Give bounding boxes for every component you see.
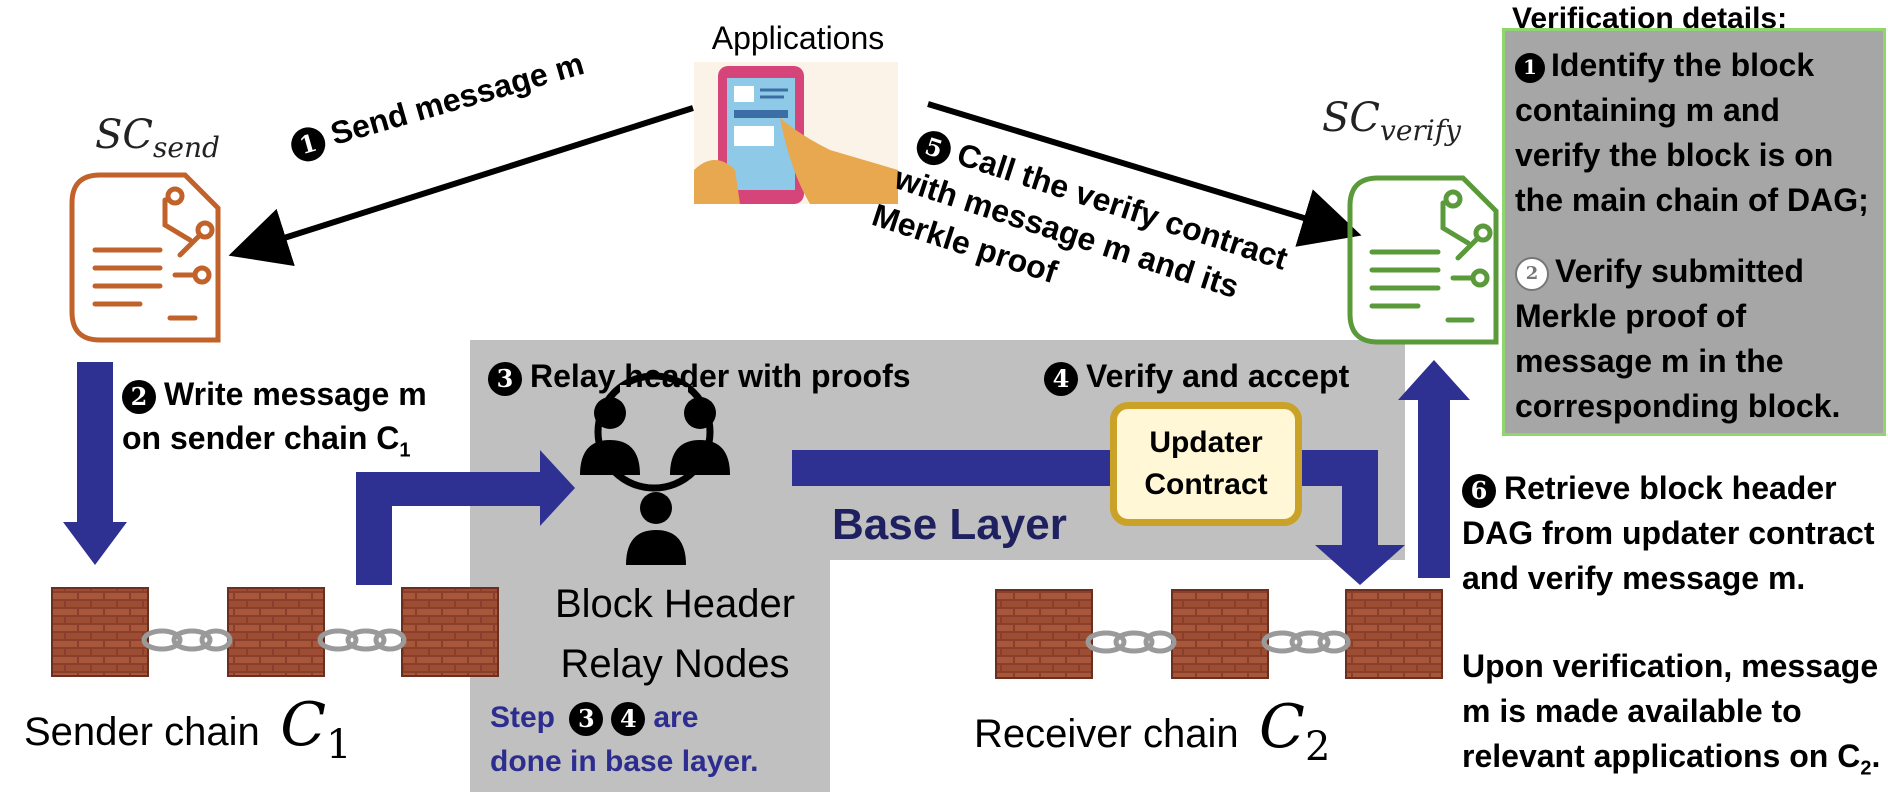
detail-1-line4: the main chain of DAG; — [1515, 182, 1869, 218]
retrieve-header-arrow — [1398, 360, 1470, 578]
sc-send-symbol: SC — [95, 112, 154, 158]
detail-2-badge: 2 — [1515, 256, 1549, 291]
note-step-3-badge: 3 — [569, 702, 604, 737]
applications-label: Applications — [711, 20, 885, 56]
receiver-chain-symbol: C — [1259, 692, 1305, 762]
sc-verify-sub: verify — [1380, 114, 1461, 147]
note-are: are — [653, 701, 699, 734]
receiver-chain-sub: 2 — [1304, 724, 1331, 770]
sc-verify-symbol: SC — [1322, 95, 1381, 141]
sc-send-label: SCsend — [95, 112, 220, 164]
sc-verify-label: SCverify — [1322, 95, 1461, 147]
detail-1-line3: verify the block is on — [1515, 137, 1834, 173]
upon-line1: Upon verification, message — [1462, 648, 1879, 684]
detail-2-line3: message m in the — [1515, 343, 1784, 379]
step-3-badge: 3 — [488, 361, 522, 396]
detail-1-badge: 1 — [1515, 52, 1545, 83]
receiver-chain-text: Receiver chain — [974, 712, 1239, 756]
sender-chain-blocks — [51, 587, 499, 677]
detail-1-line1: Identify the block — [1551, 47, 1815, 83]
sc-send-document-icon — [69, 172, 221, 343]
note-line2: done in base layer. — [490, 745, 759, 778]
upon-verification-text: Upon verification, message m is made ava… — [1462, 644, 1880, 791]
step-2-line1: Write message m — [164, 376, 427, 412]
receiver-chain-blocks — [995, 589, 1443, 679]
sender-chain-sub: 1 — [326, 722, 352, 768]
step-6-line1: Retrieve block header — [1504, 470, 1837, 506]
relay-nodes-line2: Relay Nodes — [560, 642, 790, 686]
chain-to-relay-arrow — [356, 450, 575, 585]
step-2-badge: 2 — [122, 379, 156, 414]
write-message-arrow — [63, 362, 127, 565]
sender-chain-math: C1 — [280, 690, 351, 768]
relay-nodes-line1: Block Header — [554, 582, 796, 626]
step-4-badge: 4 — [1044, 361, 1078, 396]
relay-nodes-label: Block Header Relay Nodes — [530, 574, 820, 694]
step-6-line3: and verify message m. — [1462, 560, 1806, 596]
step-2-line2: on sender chain C — [122, 420, 400, 456]
updater-line1: Updater — [1149, 426, 1263, 459]
call-verify-arrow — [927, 101, 1362, 247]
receiver-chain-math: C2 — [1259, 692, 1330, 770]
upon-line3: relevant applications on C — [1462, 738, 1861, 774]
sender-chain-label: Sender chain C1 — [24, 690, 352, 768]
updater-line2: Contract — [1144, 468, 1268, 501]
detail-2-line4: corresponding block. — [1515, 388, 1841, 424]
detail-2-line2: Merkle proof of — [1515, 298, 1747, 334]
upon-line3-sub: 2 — [1860, 757, 1872, 780]
detail-1-line2: containing m and — [1515, 92, 1780, 128]
base-layer-label: Base Layer — [832, 500, 1067, 549]
updater-contract-box: Updater Contract — [1110, 402, 1302, 526]
receiver-chain-label: Receiver chain C2 — [974, 692, 1330, 770]
upon-line3-end: . — [1871, 738, 1881, 774]
send-message-arrow — [228, 105, 694, 267]
sender-chain-text: Sender chain — [24, 710, 260, 754]
note-step-word: Step — [490, 701, 556, 734]
note-step-4-badge: 4 — [611, 702, 646, 737]
relay-nodes-people-icon — [580, 372, 730, 565]
upon-line2: m is made available to — [1462, 693, 1802, 729]
sender-chain-symbol: C — [280, 690, 327, 760]
step-2-line2-sub: 1 — [399, 439, 411, 462]
step-6-line2: DAG from updater contract — [1462, 515, 1875, 551]
sc-send-sub: send — [153, 131, 220, 164]
step-4-text: Verify and accept — [1086, 358, 1350, 394]
detail-2-line1: Verify submitted — [1555, 253, 1804, 289]
applications-tablet-illustration — [694, 62, 898, 204]
step-6-badge: 6 — [1462, 473, 1496, 508]
step-3-text: Relay header with proofs — [530, 358, 911, 394]
sc-verify-document-icon — [1347, 175, 1499, 345]
